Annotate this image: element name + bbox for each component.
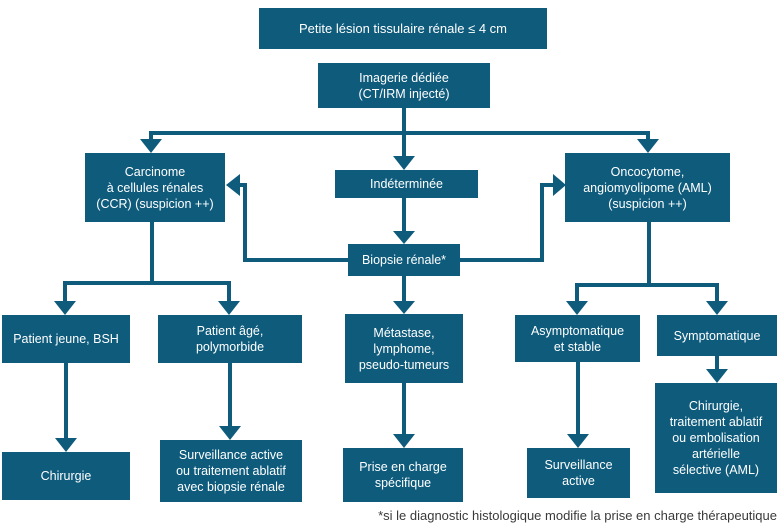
node-ccr: Carcinome à cellules rénales (CCR) (susp… <box>85 153 225 222</box>
edge-age-surveillance <box>219 363 241 440</box>
edge-asympt-surveillance <box>567 362 589 448</box>
node-imagerie: Imagerie dédiée (CT/IRM injecté) <box>318 63 490 108</box>
edge-oncocytome-split <box>566 222 728 315</box>
edge-indeterminee-biopsie <box>393 198 415 244</box>
edge-biopsie-metastase <box>393 276 415 314</box>
edge-sympt-chirurgie <box>706 356 728 383</box>
node-chirurgie-ablation: Chirurgie, traitement ablatif ou embolis… <box>655 383 777 493</box>
edge-biopsie-oncocytome <box>458 174 566 262</box>
edge-biopsie-ccr <box>226 174 350 262</box>
footnote: *si le diagnostic histologique modifie l… <box>378 508 777 523</box>
node-biopsie: Biopsie rénale* <box>348 244 460 276</box>
node-surveillance-ablative: Surveillance active ou traitement ablati… <box>160 440 302 502</box>
edge-metastase-prise <box>393 383 415 448</box>
node-oncocytome: Oncocytome, angiomyolipome (AML) (suspic… <box>565 153 730 222</box>
node-surveillance-active: Surveillance active <box>527 448 630 498</box>
node-patient-age: Patient âgé, polymorbide <box>158 315 302 363</box>
node-indeterminee: Indéterminée <box>335 170 478 198</box>
node-symptomatique: Symptomatique <box>657 315 777 356</box>
edge-imagerie-split <box>140 108 659 170</box>
node-root: Petite lésion tissulaire rénale ≤ 4 cm <box>259 8 547 49</box>
node-asymptomatique: Asymptomatique et stable <box>515 315 640 362</box>
edge-ccr-split <box>54 222 240 315</box>
node-prise-en-charge: Prise en charge spécifique <box>343 448 463 502</box>
node-chirurgie: Chirurgie <box>2 452 130 500</box>
node-patient-jeune: Patient jeune, BSH <box>2 315 130 363</box>
edge-jeune-chirurgie <box>55 363 77 452</box>
node-metastase: Métastase, lymphome, pseudo-tumeurs <box>345 314 463 383</box>
